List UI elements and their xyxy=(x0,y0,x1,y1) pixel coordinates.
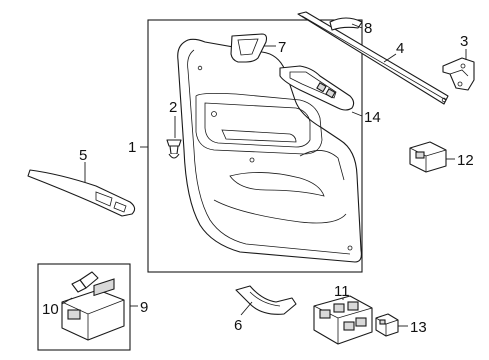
leader-10 xyxy=(61,297,73,305)
callout-5: 5 xyxy=(79,147,87,164)
switch-assembly-box xyxy=(37,263,131,351)
small-switch xyxy=(375,313,399,337)
leader-4 xyxy=(383,53,397,63)
door-trim-panel xyxy=(177,38,362,263)
tweeter-cover xyxy=(230,33,268,63)
callout-7: 7 xyxy=(278,39,286,56)
switch-knob xyxy=(71,271,99,293)
weatherstrip xyxy=(297,11,449,105)
panel-clip xyxy=(166,139,182,159)
switch-bezel xyxy=(279,65,355,111)
callout-6: 6 xyxy=(234,317,242,334)
callout-1: 1 xyxy=(128,139,136,156)
callout-8: 8 xyxy=(364,20,372,37)
bracket xyxy=(442,57,475,91)
armrest-trim xyxy=(27,169,136,217)
callout-10: 10 xyxy=(42,301,59,318)
callout-14: 14 xyxy=(364,109,381,126)
callout-3: 3 xyxy=(460,33,468,50)
callout-4: 4 xyxy=(396,40,404,57)
switch-housing xyxy=(61,278,125,341)
master-switch xyxy=(313,295,373,345)
door-panel-frame xyxy=(147,19,363,273)
garnish xyxy=(329,17,363,31)
callout-9: 9 xyxy=(140,299,148,316)
handle-trim xyxy=(235,285,297,315)
window-switch xyxy=(409,141,447,173)
callout-12: 12 xyxy=(457,152,474,169)
leader-8 xyxy=(351,23,363,29)
callout-11: 11 xyxy=(334,283,350,300)
leader-6 xyxy=(240,301,253,316)
leader-14 xyxy=(351,111,363,117)
callout-13: 13 xyxy=(410,319,427,336)
callout-2: 2 xyxy=(169,99,177,116)
